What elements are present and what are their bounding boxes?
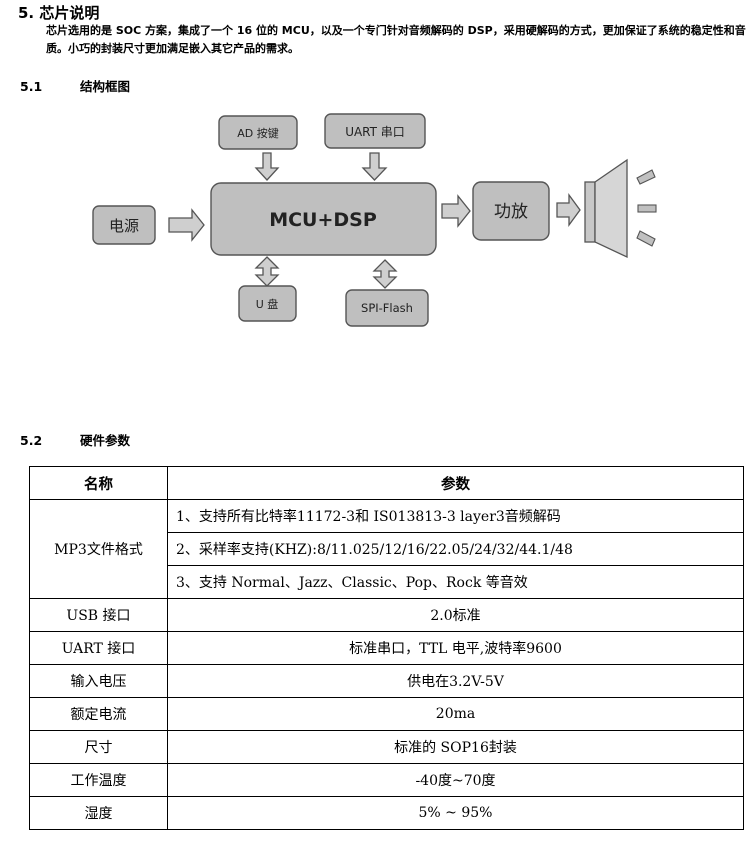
udisk-box: U 盘 (238, 285, 297, 322)
power-box: 电源 (92, 205, 156, 245)
arrow-core-spi (372, 259, 398, 289)
power-label: 电源 (109, 217, 139, 235)
intro-paragraph: 芯片选用的是 SOC 方案，集成了一个 16 位的 MCU，以及一个专门针对音频… (46, 24, 746, 55)
row-value: 5% ~ 95% (167, 796, 744, 830)
speaker-icon (584, 158, 657, 259)
mcu-dsp-box: MCU+DSP (210, 182, 437, 256)
table-header-row: 名称 参数 (29, 466, 744, 500)
table-row: 输入电压 供电在3.2V-5V (29, 664, 744, 698)
row-name: USB 接口 (29, 598, 168, 632)
row-name: MP3文件格式 (29, 499, 168, 599)
arrow-core-udisk (254, 256, 280, 287)
table-row: 3、支持 Normal、Jazz、Classic、Pop、Rock 等音效 (30, 565, 744, 599)
row-value: -40度~70度 (167, 763, 744, 797)
udisk-label: U 盘 (256, 297, 279, 311)
mcu-dsp-label: MCU+DSP (269, 209, 377, 231)
uart-label: UART 串口 (345, 125, 405, 139)
block-diagram: AD 按键 UART 串口 电源 MCU+DSP 功放 U 盘 (92, 113, 657, 327)
table-row: MP3文件格式 1、支持所有比特率11172-3和 IS013813-3 lay… (29, 499, 744, 599)
table-row: 湿度 5% ~ 95% (29, 796, 744, 830)
amp-label: 功放 (494, 202, 528, 222)
amp-box: 功放 (472, 181, 550, 241)
section-heading-5-2: 5.2 硬件参数 (20, 430, 130, 449)
section-heading-5-1: 5.1 结构框图 (20, 76, 130, 95)
row-value: 3、支持 Normal、Jazz、Classic、Pop、Rock 等音效 (167, 565, 744, 599)
table-row: 尺寸 标准的 SOP16封装 (29, 730, 744, 764)
table-row: 额定电流 20ma (29, 697, 744, 731)
arrow-power-to-core (168, 208, 205, 242)
table-row: UART 接口 标准串口，TTL 电平,波特率9600 (29, 631, 744, 665)
arrow-amp-to-speaker (556, 193, 581, 227)
row-value: 标准的 SOP16封装 (167, 730, 744, 764)
row-name: 输入电压 (29, 664, 168, 698)
header-params: 参数 (167, 466, 744, 500)
row-value: 2.0标准 (167, 598, 744, 632)
row-name: 额定电流 (29, 697, 168, 731)
row-name: 湿度 (29, 796, 168, 830)
chapter-heading: 5. 芯片说明 (18, 4, 100, 22)
uart-box: UART 串口 (324, 113, 426, 149)
arrow-uart-to-core (361, 152, 388, 181)
section-number: 5.2 (20, 433, 43, 448)
row-value: 2、采样率支持(KHZ):8/11.025/12/16/22.05/24/32/… (167, 532, 744, 566)
table-row: USB 接口 2.0标准 (29, 598, 744, 632)
section-title: 结构框图 (80, 79, 131, 94)
row-value: 1、支持所有比特率11172-3和 IS013813-3 layer3音频解码 (167, 499, 744, 533)
ad-keys-box: AD 按键 (218, 115, 298, 150)
ad-keys-label: AD 按键 (237, 126, 279, 140)
row-value: 20ma (167, 697, 744, 731)
arrow-ad-to-core (254, 152, 280, 181)
section-title: 硬件参数 (80, 433, 131, 448)
hardware-params-table: 名称 参数 MP3文件格式 1、支持所有比特率11172-3和 IS013813… (29, 466, 744, 830)
section-number: 5.1 (20, 79, 43, 94)
row-name: 尺寸 (29, 730, 168, 764)
arrow-core-to-amp (441, 194, 471, 228)
table-row: 工作温度 -40度~70度 (29, 763, 744, 797)
spi-flash-box: SPI-Flash (345, 289, 429, 327)
row-value: 供电在3.2V-5V (167, 664, 744, 698)
row-name: 工作温度 (29, 763, 168, 797)
spi-flash-label: SPI-Flash (361, 301, 413, 315)
row-value: 标准串口，TTL 电平,波特率9600 (167, 631, 744, 665)
row-name: UART 接口 (29, 631, 168, 665)
header-name: 名称 (29, 466, 168, 500)
